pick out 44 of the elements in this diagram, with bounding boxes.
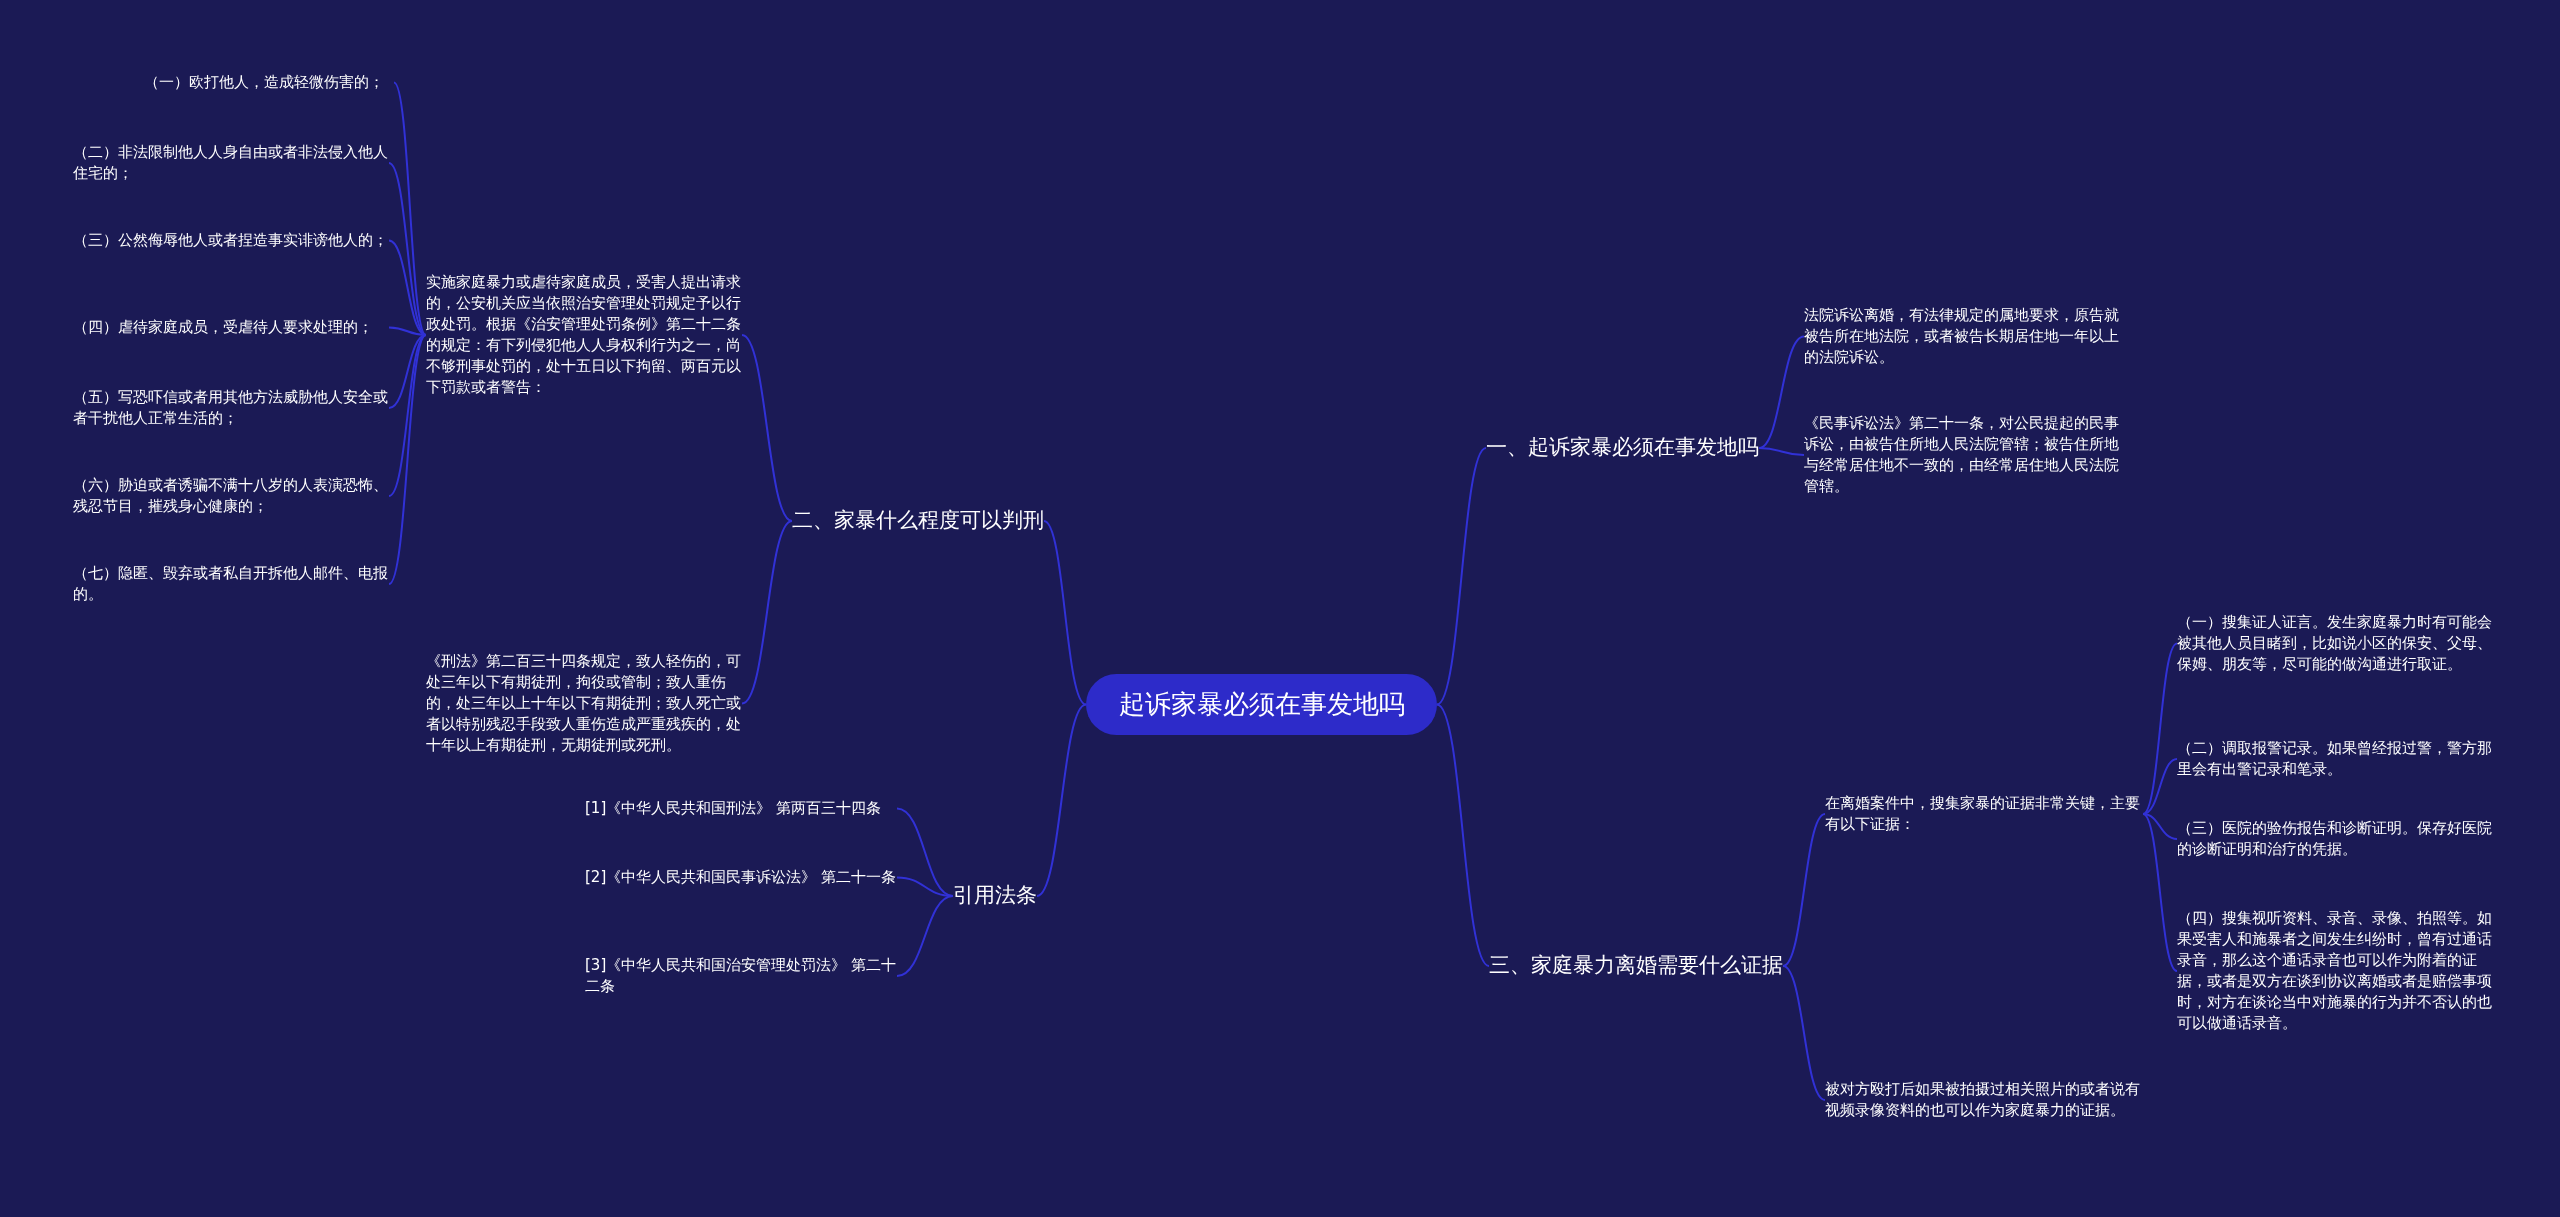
note-text: [3]《中华人民共和国治安管理处罚法》 第二十二条 bbox=[585, 955, 897, 997]
note-text: （三）公然侮辱他人或者捏造事实诽谤他人的； bbox=[73, 230, 389, 251]
note-text: 实施家庭暴力或虐待家庭成员，受害人提出请求的，公安机关应当依照治安管理处罚规定予以行政处罚。根据《治安管理处罚条例》第二十二条的规定：有下列侵犯他人人身权利行为之一，尚不够刑事处罚的，处十五日以下拘留、两百元以下罚款或者警告： bbox=[426, 272, 742, 398]
note-text: 被对方殴打后如果被拍摄过相关照片的或者说有视频录像资料的也可以作为家庭暴力的证据。 bbox=[1825, 1079, 2143, 1121]
connector-line bbox=[1036, 703, 1087, 897]
connector-line bbox=[1436, 703, 1490, 967]
note-text: （三）医院的验伤报告和诊断证明。保存好医院的诊断证明和治疗的凭据。 bbox=[2177, 818, 2495, 860]
note-text: （四）虐待家庭成员，受虐待人要求处理的； bbox=[73, 317, 389, 338]
connector-line bbox=[896, 895, 954, 977]
central-topic: 起诉家暴必须在事发地吗 bbox=[1086, 674, 1437, 735]
connector-line bbox=[388, 162, 427, 336]
note-text: 《民事诉讼法》第二十一条，对公民提起的民事诉讼，由被告住所地人民法院管辖；被告住所地与经常居住地不一致的，由经常居住地人民法院管辖。 bbox=[1804, 413, 2120, 497]
connector-line bbox=[1782, 813, 1826, 967]
note-text: 在离婚案件中，搜集家暴的证据非常关键，主要有以下证据： bbox=[1825, 793, 2143, 835]
connector-line bbox=[1758, 447, 1805, 456]
note-text: [1]《中华人民共和国刑法》 第两百三十四条 bbox=[585, 798, 897, 819]
connector-line bbox=[388, 334, 427, 585]
note-text: （六）胁迫或者诱骗不满十八岁的人表演恐怖、残忍节目，摧残身心健康的； bbox=[73, 475, 389, 517]
branch-topic: 三、家庭暴力离婚需要什么证据 bbox=[1489, 946, 1783, 986]
note-text: 《刑法》第二百三十四条规定，致人轻伤的，可处三年以下有期徒刑，拘役或管制；致人重伤的，处三年以上十年以下有期徒刑；致人死亡或者以特别残忍手段致人重伤造成严重残疾的，处十年以上有期徒刑，无期徒刑或死刑。 bbox=[426, 651, 742, 756]
note-text: （一）搜集证人证言。发生家庭暴力时有可能会被其他人员目睹到，比如说小区的保安、父母、保姆、朋友等，尽可能的做沟通进行取证。 bbox=[2177, 612, 2495, 675]
connector-line bbox=[388, 334, 427, 497]
connector-line bbox=[388, 239, 427, 336]
connector-line bbox=[2142, 813, 2178, 972]
branch-topic: 一、起诉家暴必须在事发地吗 bbox=[1486, 428, 1759, 468]
note-text: （七）隐匿、毁弃或者私自开拆他人邮件、电报的。 bbox=[73, 563, 389, 605]
connector-line bbox=[741, 520, 793, 705]
note-text: （一）欧打他人，造成轻微伤害的； bbox=[144, 72, 394, 93]
note-text: （四）搜集视听资料、录音、录像、拍照等。如果受害人和施暴者之间发生纠纷时，曾有过通话录音，那么这个通话录音也可以作为附着的证据，或者是双方在谈到协议离婚或者是赔偿事项时，对方在谈论当中对施暴的行为并不否认的也可以做通话录音。 bbox=[2177, 908, 2495, 1034]
note-text: （五）写恐吓信或者用其他方法威胁他人安全或者干扰他人正常生活的； bbox=[73, 387, 389, 429]
branch-topic: 二、家暴什么程度可以判刑 bbox=[792, 501, 1044, 541]
branch-topic: 引用法条 bbox=[953, 876, 1037, 916]
note-text: （二）调取报警记录。如果曾经报过警，警方那里会有出警记录和笔录。 bbox=[2177, 738, 2495, 780]
note-text: [2]《中华人民共和国民事诉讼法》 第二十一条 bbox=[585, 867, 897, 888]
connector-line bbox=[2142, 642, 2178, 815]
connector-line bbox=[741, 334, 793, 522]
connector-line bbox=[1043, 520, 1087, 706]
connector-line bbox=[1758, 335, 1805, 449]
connector-line bbox=[2142, 758, 2178, 815]
connector-line bbox=[2142, 813, 2178, 840]
note-text: （二）非法限制他人人身自由或者非法侵入他人住宅的； bbox=[73, 142, 389, 184]
note-text: 法院诉讼离婚，有法律规定的属地要求，原告就被告所在地法院，或者被告长期居住地一年以上的法院诉讼。 bbox=[1804, 305, 2120, 368]
connector-line bbox=[1436, 447, 1487, 706]
connector-line bbox=[1782, 965, 1826, 1101]
